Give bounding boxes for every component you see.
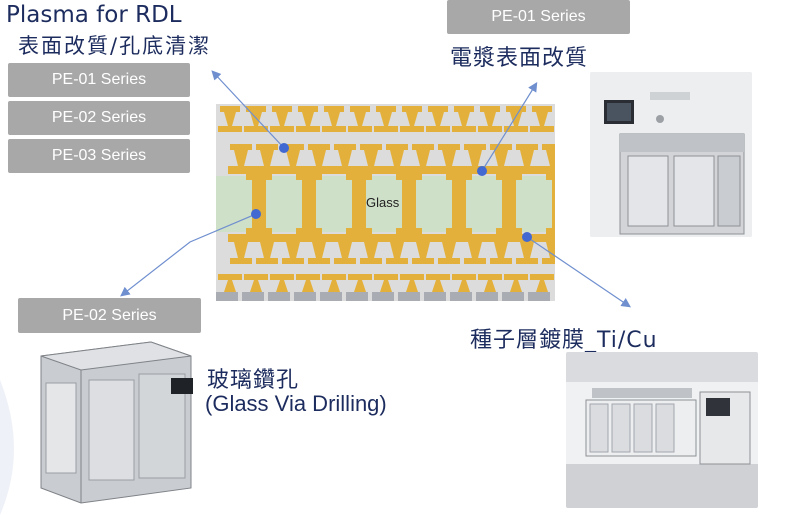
- arrow-to-plasma-label: [481, 81, 538, 172]
- seed-layer-coating-label: 種子層鍍膜_Ti/Cu: [470, 328, 658, 353]
- marker-dot: [477, 166, 487, 176]
- glass-drilling-label-cn: 玻璃鑽孔: [207, 368, 300, 393]
- glass-label: Glass: [366, 195, 400, 210]
- series-item-pe01[interactable]: PE-01 Series: [8, 63, 190, 97]
- glass-drilling-label-en: (Glass Via Drilling): [205, 391, 387, 416]
- series-item-pe03[interactable]: PE-03 Series: [8, 139, 190, 173]
- page-subtitle: 表面改質/孔底清潔: [18, 34, 212, 58]
- plasma-surface-modification-label: 電漿表面改質: [450, 46, 589, 71]
- arrow-to-subtitle: [211, 70, 285, 149]
- rdl-cross-section-diagram: Glass: [216, 104, 555, 301]
- arrow-to-seed-layer: [526, 236, 631, 308]
- marker-dot: [251, 209, 261, 219]
- top-right-series-badge[interactable]: PE-01 Series: [447, 0, 630, 34]
- arrow-to-drilling: [120, 213, 257, 297]
- seed-layer-machine-image: [566, 352, 758, 508]
- marker-dot: [522, 232, 532, 242]
- page-title: Plasma for RDL: [6, 2, 182, 28]
- series-item-pe02[interactable]: PE-02 Series: [8, 101, 190, 135]
- plasma-machine-image: [590, 72, 752, 237]
- marker-dot: [279, 143, 289, 153]
- bottom-left-series-badge[interactable]: PE-02 Series: [18, 298, 201, 333]
- decorative-corner-curve: [0, 380, 14, 515]
- glass-drilling-machine-image: [31, 338, 201, 508]
